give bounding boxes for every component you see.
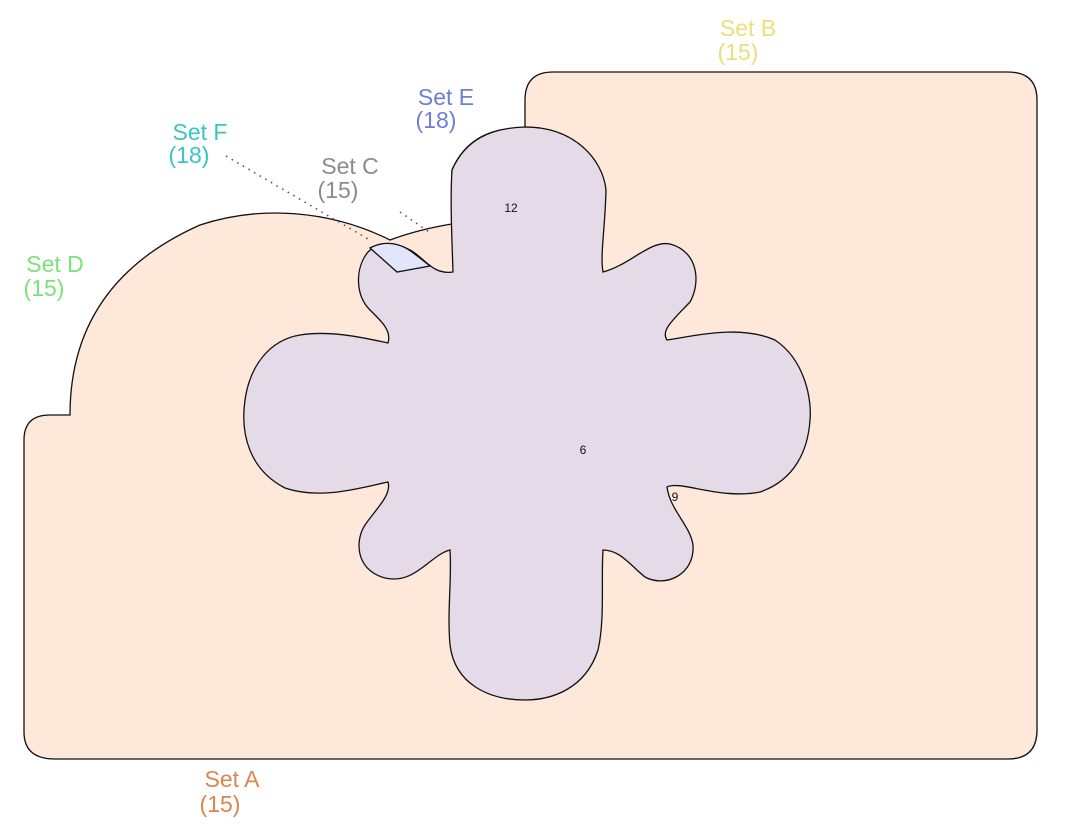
set-a-name: Set A (205, 766, 261, 792)
region-count-right-notch: 9 (672, 490, 679, 504)
set-a-size: (15) (200, 791, 241, 817)
set-d-size: (15) (24, 275, 65, 301)
venn-flower-region (243, 126, 811, 701)
set-e-name: Set E (418, 84, 474, 110)
venn-set-e-notch (368, 242, 432, 273)
set-d-name: Set D (26, 251, 84, 277)
set-f-name: Set F (173, 119, 228, 145)
set-b-name: Set B (720, 15, 776, 41)
set-f-size: (18) (169, 142, 210, 168)
set-b-size: (15) (718, 39, 759, 65)
set-c-name: Set C (321, 153, 379, 179)
set-e-size: (18) (416, 107, 457, 133)
set-c-size: (15) (318, 177, 359, 203)
set-c-leader-line (399, 211, 433, 235)
region-count-center: 6 (580, 443, 587, 457)
region-count-top-lobe: 12 (504, 201, 518, 215)
set-f-leader-line (225, 155, 369, 240)
